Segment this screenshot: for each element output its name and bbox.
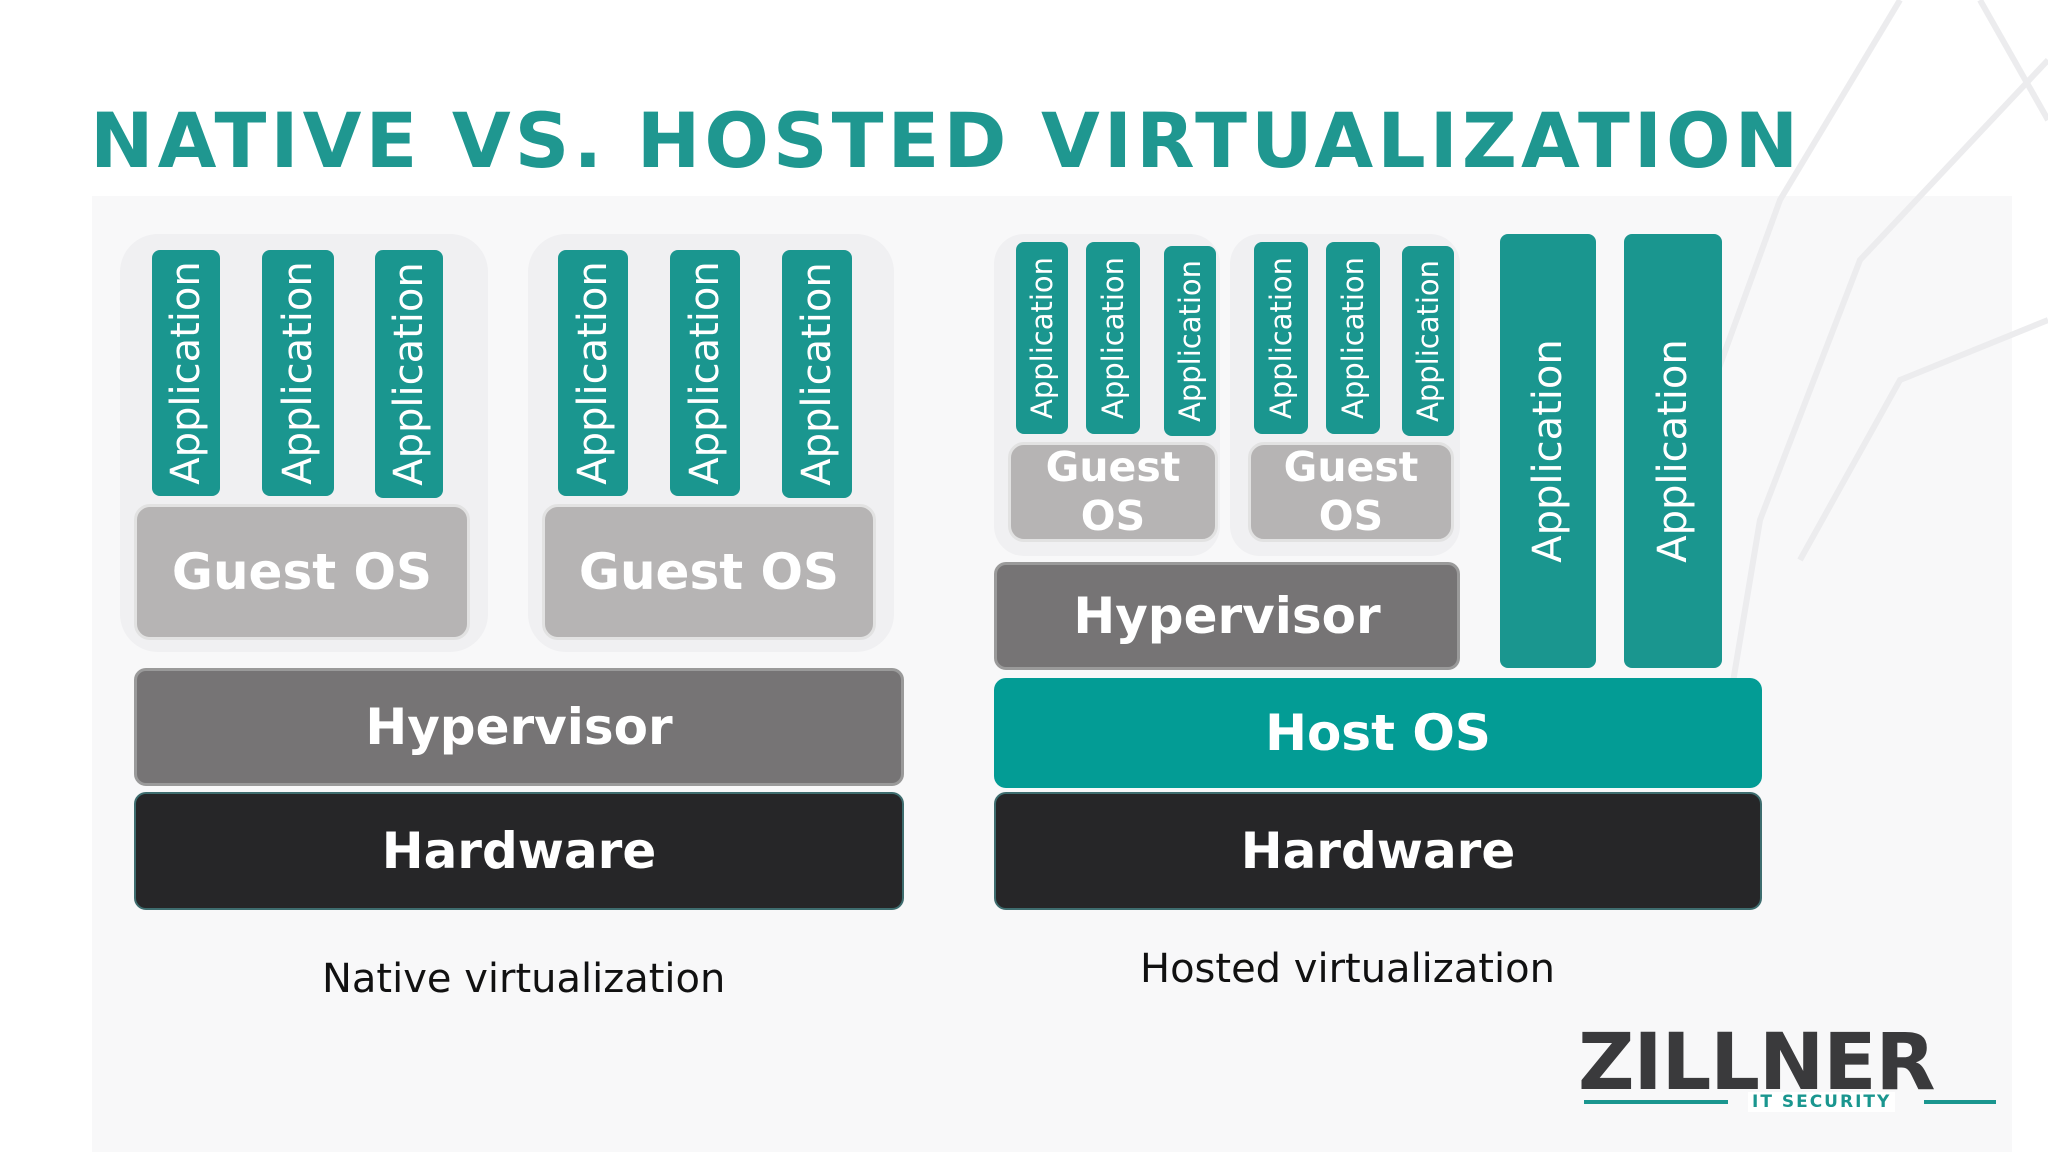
app-label: Application <box>275 261 321 485</box>
native-vm-1-guest-os: Guest OS <box>134 504 470 640</box>
hosted-vm-1-guest-os: Guest OS <box>1008 442 1218 542</box>
app-label: Application <box>1650 339 1696 563</box>
app-label: Application <box>1096 256 1131 420</box>
app-label: Application <box>682 261 728 485</box>
hosted-host-app-1: Application <box>1500 234 1596 668</box>
app-label: Application <box>570 261 616 485</box>
native-vm-2-app-2: Application <box>670 250 740 496</box>
hosted-host-os: Host OS <box>994 678 1762 788</box>
app-label: Application <box>1336 256 1371 420</box>
hosted-vm-1-app-2: Application <box>1086 242 1140 434</box>
hosted-hypervisor: Hypervisor <box>994 562 1460 670</box>
native-vm-2-app-1: Application <box>558 250 628 496</box>
app-label: Application <box>794 262 840 486</box>
app-label: Application <box>1173 259 1208 423</box>
native-vm-1-app-1: Application <box>152 250 220 496</box>
app-label: Application <box>386 262 432 486</box>
app-label: Application <box>1525 339 1571 563</box>
hosted-hardware: Hardware <box>994 792 1762 910</box>
hosted-vm-2-app-1: Application <box>1254 242 1308 434</box>
app-label: Application <box>163 261 209 485</box>
native-caption: Native virtualization <box>322 956 726 1002</box>
logo-tagline: IT SECURITY <box>1748 1092 1896 1112</box>
logo-underline <box>1584 1100 1996 1104</box>
native-vm-1-app-2: Application <box>262 250 334 496</box>
hosted-caption: Hosted virtualization <box>1140 946 1555 992</box>
native-hypervisor: Hypervisor <box>134 668 904 786</box>
app-label: Application <box>1025 256 1060 420</box>
hosted-vm-2-app-3: Application <box>1402 246 1454 436</box>
hosted-host-app-2: Application <box>1624 234 1722 668</box>
zillner-logo: ZILLNER IT SECURITY <box>1578 1018 1998 1118</box>
hosted-vm-1-app-1: Application <box>1016 242 1068 434</box>
slide-title: NATIVE VS. HOSTED VIRTUALIZATION <box>90 96 1803 185</box>
hosted-vm-2-app-2: Application <box>1326 242 1380 434</box>
native-vm-1-app-3: Application <box>375 250 443 498</box>
native-vm-2-app-3: Application <box>782 250 852 498</box>
hosted-vm-2-guest-os: Guest OS <box>1248 442 1454 542</box>
hosted-vm-1-app-3: Application <box>1164 246 1216 436</box>
native-vm-2-guest-os: Guest OS <box>542 504 876 640</box>
app-label: Application <box>1264 256 1299 420</box>
native-hardware: Hardware <box>134 792 904 910</box>
app-label: Application <box>1411 259 1446 423</box>
